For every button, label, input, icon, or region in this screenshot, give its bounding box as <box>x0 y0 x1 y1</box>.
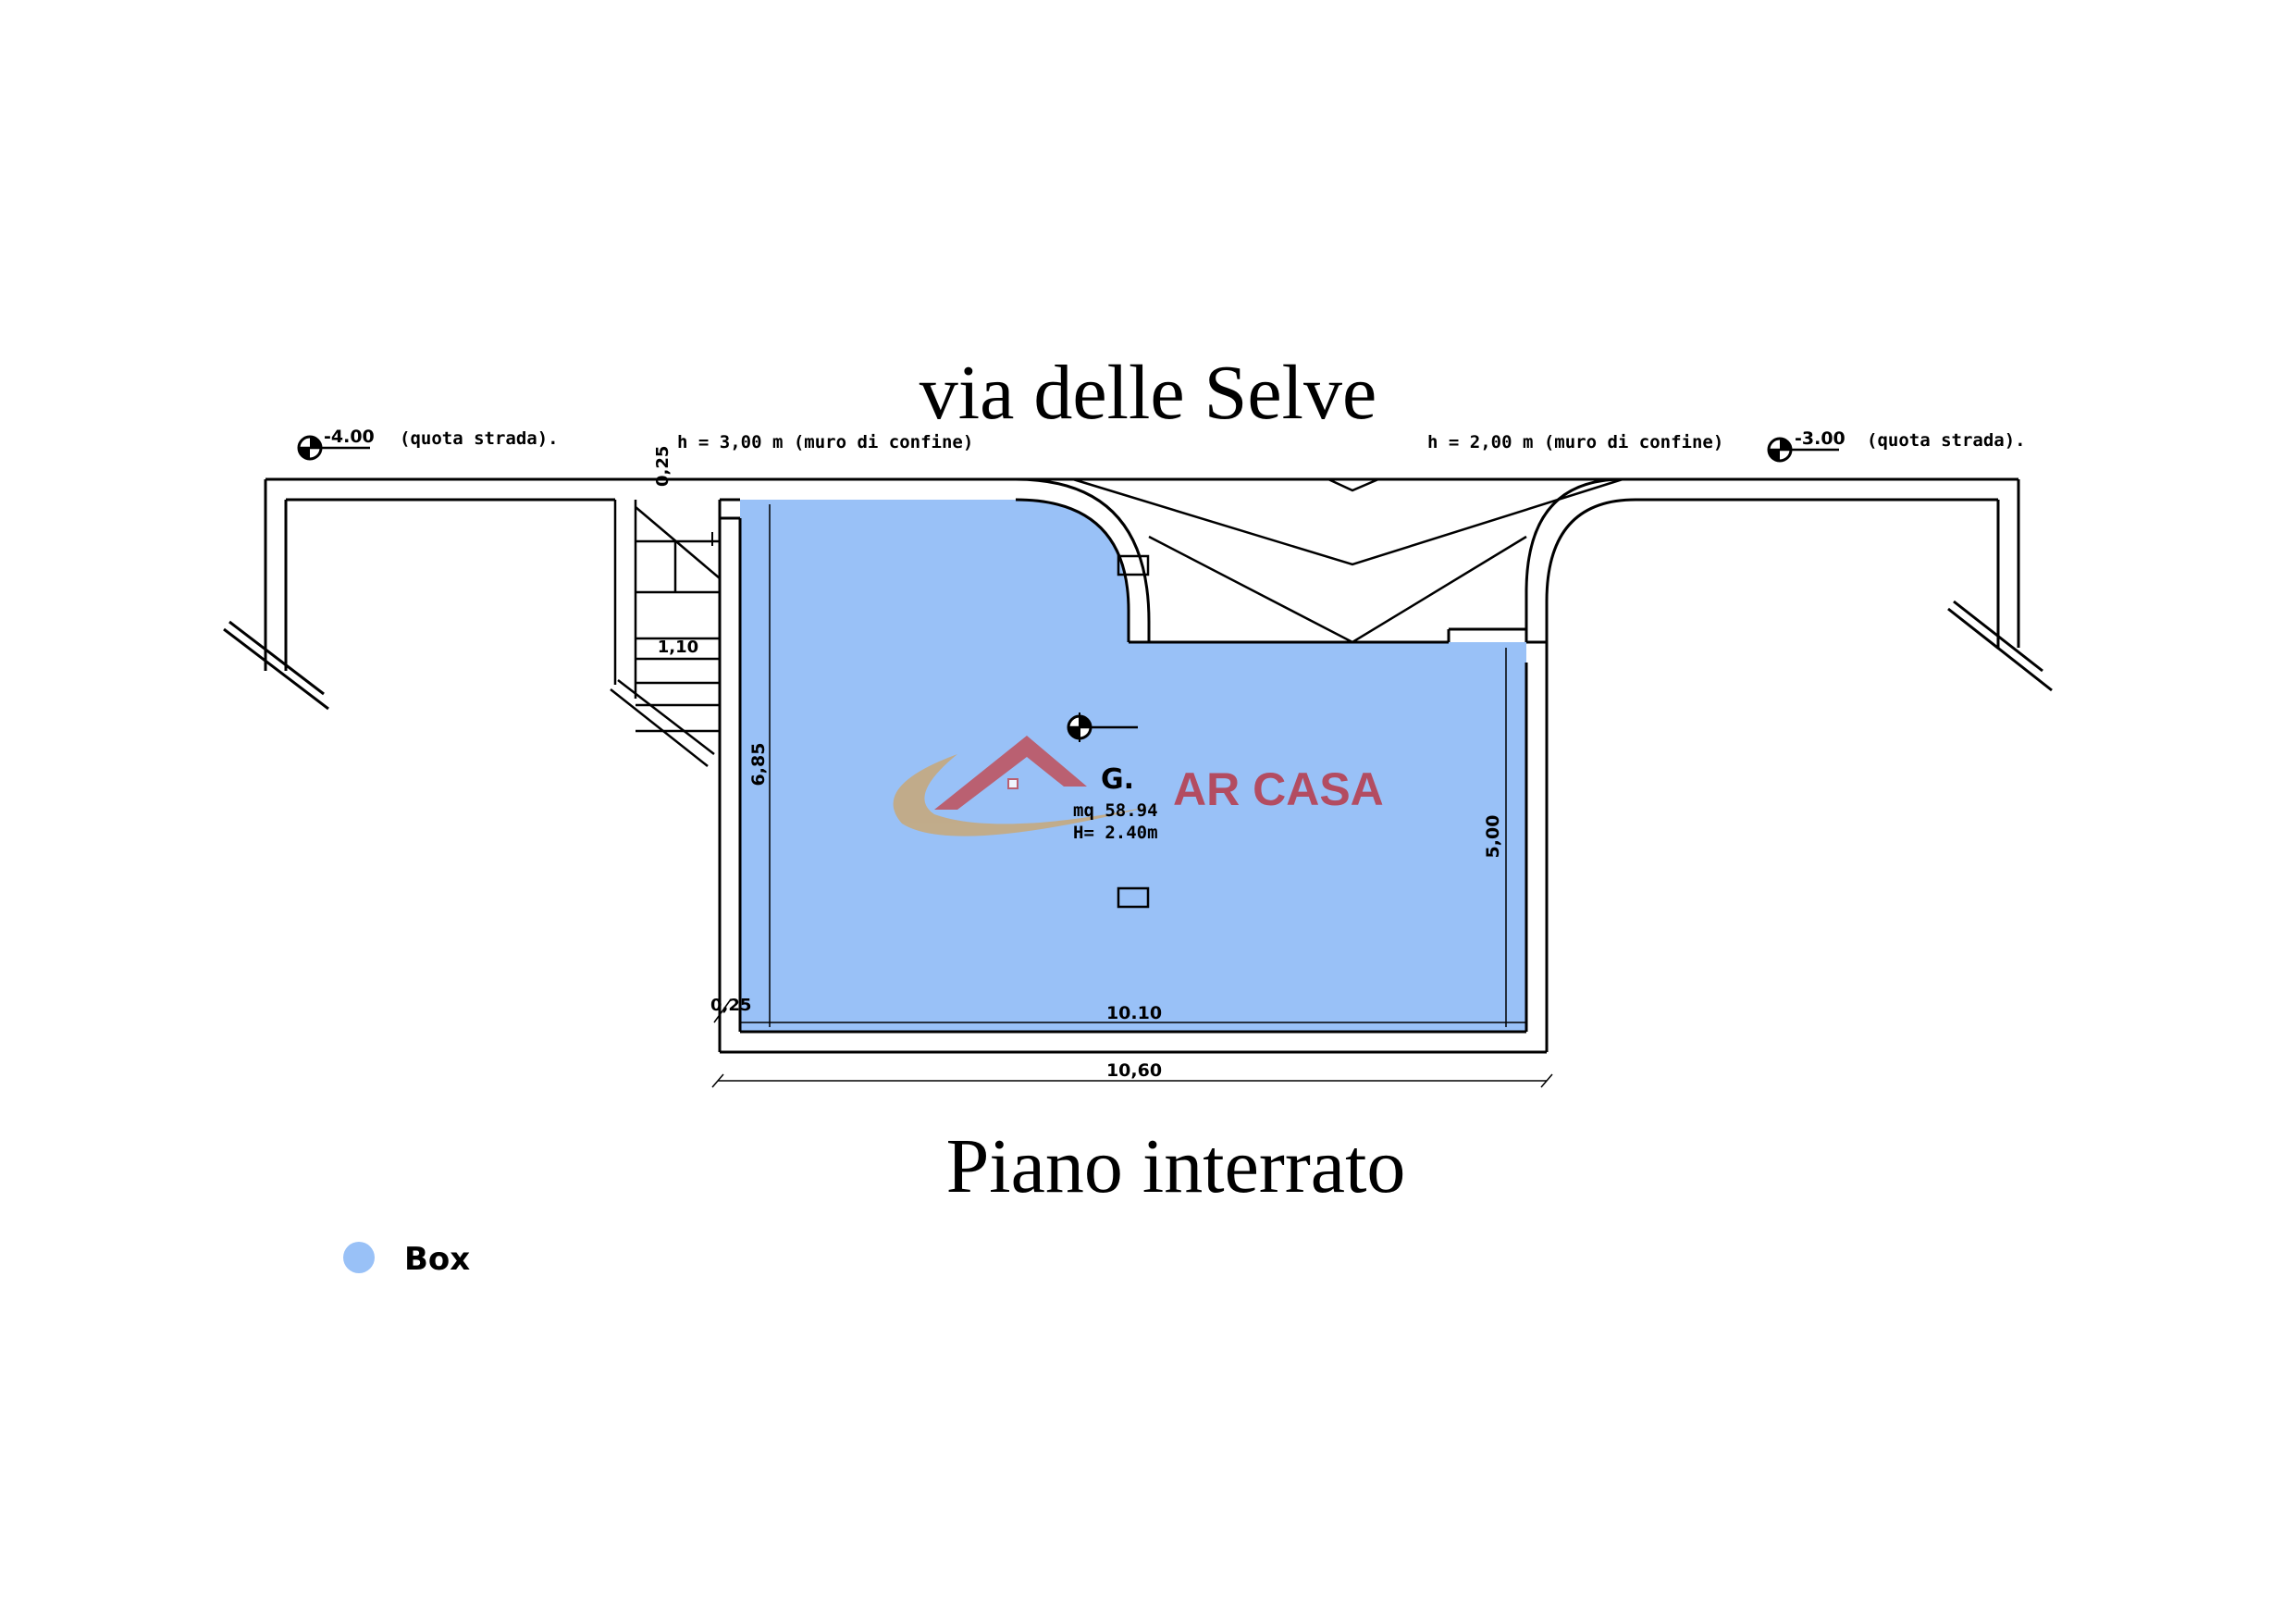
street-boundary-wall <box>264 477 2020 671</box>
dim-top-wall: 0,25 <box>653 446 673 487</box>
left-level-note: (quota strada). <box>400 428 559 449</box>
room-area: mq 58.94 <box>1073 800 1158 821</box>
room-level-marker-icon <box>1067 712 1138 742</box>
dimension-lines <box>711 504 1553 1088</box>
left-level-value: -4.00 <box>324 427 375 447</box>
right-level-note: (quota strada). <box>1867 430 2026 451</box>
dim-right-depth: 5,00 <box>1483 815 1503 859</box>
level-marker-right-icon <box>1767 437 1839 463</box>
dim-outer-width: 10,60 <box>1106 1060 1162 1081</box>
watermark-swoosh-icon <box>893 754 1156 836</box>
wall-tick-marks <box>711 532 721 546</box>
wall-height-right: h = 2,00 m (muro di confine) <box>1427 432 1723 452</box>
ar-casa-watermark: AR CASA <box>893 736 1384 836</box>
floor-title: Piano interrato <box>946 1123 1406 1209</box>
watermark-roof-icon <box>934 736 1087 810</box>
street-title: via delle Selve <box>920 350 1376 436</box>
room-label: G. <box>1101 763 1134 796</box>
ground-slope-left <box>223 620 329 711</box>
ground-slope-right <box>1947 600 2053 692</box>
watermark-text: AR CASA <box>1173 763 1384 815</box>
fixture-top <box>1117 554 1150 576</box>
box-area <box>740 500 1526 1032</box>
dim-left-depth: 6,85 <box>748 743 769 787</box>
legend: Box <box>343 1241 470 1278</box>
fixture-center <box>1117 886 1150 909</box>
right-level-value: -3.00 <box>1795 428 1845 449</box>
dim-corner-wall: 0,25 <box>710 996 751 1015</box>
level-marker-left-icon <box>297 435 370 461</box>
legend-box-label: Box <box>404 1241 470 1278</box>
wall-height-left: h = 3,00 m (muro di confine) <box>677 432 973 452</box>
box-walls <box>718 477 1636 1054</box>
room-height: H= 2.40m <box>1073 823 1158 843</box>
dim-inner-width: 10.10 <box>1106 1003 1162 1023</box>
legend-box-swatch <box>343 1242 375 1273</box>
dim-stair-width: 1,10 <box>658 638 698 657</box>
access-ramp <box>1072 477 1623 644</box>
